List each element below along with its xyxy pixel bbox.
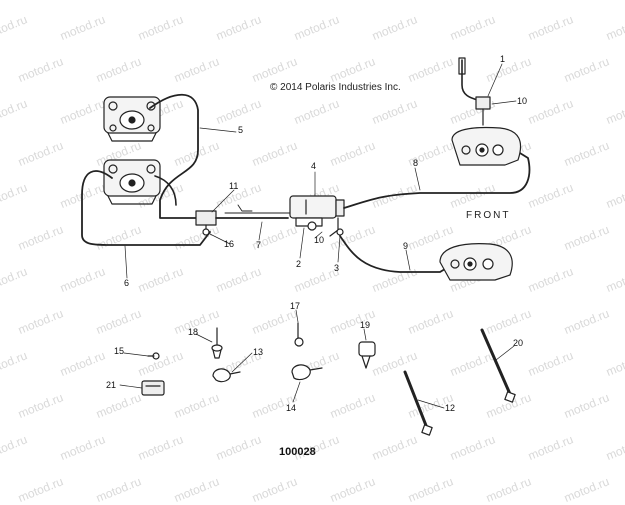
master-cylinder <box>289 195 345 231</box>
watermark-text: motod.ru <box>562 474 612 505</box>
callout-9: 9 <box>403 241 409 251</box>
callout-4: 4 <box>311 161 317 171</box>
front-caliper-upper <box>451 126 522 166</box>
callout-2: 2 <box>296 259 302 269</box>
callout-19: 19 <box>360 320 371 330</box>
rear-caliper-lower <box>103 159 161 205</box>
part-14-clip <box>291 364 323 381</box>
rear-caliper-upper <box>103 96 161 142</box>
watermark-text: motod.ru <box>250 474 300 505</box>
front-caliper-lower <box>439 243 513 281</box>
part-21-clip <box>141 380 165 396</box>
callout-7: 7 <box>256 240 262 250</box>
watermark-text: motod.ru <box>16 474 66 505</box>
callout-6: 6 <box>124 278 130 288</box>
part-19-grommet <box>358 341 376 369</box>
callout-20: 20 <box>513 338 524 348</box>
brake-line-8 <box>343 149 531 209</box>
callout-17: 17 <box>290 301 301 311</box>
watermark-text: motod.ru <box>484 474 534 505</box>
document-number: 100028 <box>279 446 316 458</box>
watermark-text: motod.ru <box>172 474 222 505</box>
part-18-rivet <box>211 327 223 359</box>
callout-10-upper: 10 <box>517 96 528 106</box>
callout-10-lower: 10 <box>314 235 325 245</box>
copyright-notice: © 2014 Polaris Industries Inc. <box>270 82 401 93</box>
parts-diagram: motod.ru motod.ru motod.ru motod.ru motod.ru… <box>0 12 625 505</box>
part-17-screw <box>294 322 304 347</box>
callout-14: 14 <box>286 403 297 413</box>
callout-12: 12 <box>445 403 456 413</box>
watermark-text: motod.ru <box>406 474 456 505</box>
part-15-screw <box>147 352 160 360</box>
callout-16: 16 <box>224 239 235 249</box>
brake-line-5 <box>149 93 201 219</box>
front-direction-label: FRONT <box>466 210 511 221</box>
callout-15: 15 <box>114 346 125 356</box>
part-12-cable-tie <box>403 370 433 436</box>
callout-11: 11 <box>229 181 239 191</box>
part-20-cable-tie <box>480 328 516 403</box>
brake-line-9 <box>339 235 461 273</box>
callout-21: 21 <box>106 380 117 390</box>
callout-8: 8 <box>413 158 419 168</box>
callout-1: 1 <box>500 54 506 64</box>
part-13-clip <box>212 368 241 383</box>
callout-13: 13 <box>253 347 264 357</box>
brake-lines-drawing <box>81 57 531 436</box>
callout-5: 5 <box>238 125 244 135</box>
leader-lines <box>119 63 517 409</box>
watermark-text: motod.ru <box>328 474 378 505</box>
brake-line-6 <box>81 170 211 246</box>
watermark-text: motod.ru <box>94 474 144 505</box>
callout-3: 3 <box>334 263 340 273</box>
callout-18: 18 <box>188 327 199 337</box>
